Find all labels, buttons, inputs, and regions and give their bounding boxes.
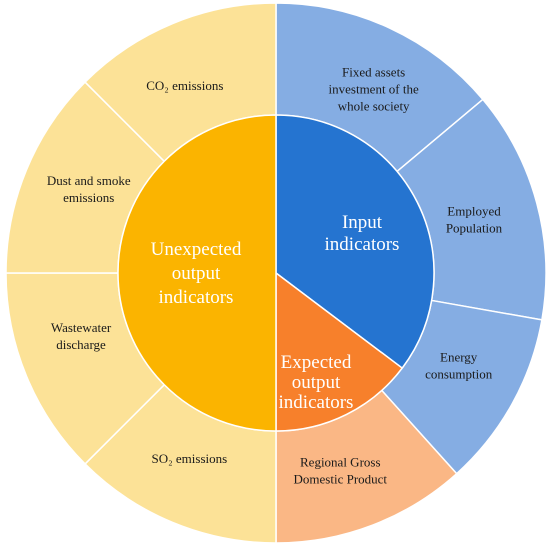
outer-label-line: consumption <box>425 367 493 382</box>
outer-label-dust-smoke-emissions: Dust and smoke emissions <box>47 173 131 205</box>
inner-segment-input <box>275 114 435 370</box>
outer-label-line: Population <box>446 220 503 235</box>
outer-label-so2-emissions: SO₂ emissions <box>152 451 228 466</box>
inner-label-line: output <box>172 263 221 284</box>
outer-label-line: Fixed assets <box>342 64 405 79</box>
inner-label-line: output <box>292 372 341 393</box>
inner-label-line: Expected <box>281 352 352 373</box>
outer-label-line: SO₂ emissions <box>152 451 228 466</box>
outer-label-line: Regional Gross <box>300 454 381 469</box>
inner-label-line: indicators <box>159 287 234 308</box>
outer-label-line: whole society <box>338 98 410 113</box>
inner-segment-unexpected <box>117 114 277 432</box>
inner-disc <box>117 114 435 432</box>
outer-label-line: discharge <box>56 337 106 352</box>
inner-label-line: Input <box>342 212 383 233</box>
inner-label-line: Unexpected <box>151 239 242 260</box>
outer-label-fixed-assets: Fixed assets investment of the whole socie… <box>329 64 419 113</box>
outer-label-line: Energy <box>440 350 478 365</box>
outer-labels: Fixed assets investment of the whole socie… <box>47 64 503 486</box>
outer-label-line: investment of the <box>329 81 419 96</box>
inner-label-line: indicators <box>279 392 354 413</box>
outer-label-line: CO₂ emissions <box>146 78 223 93</box>
inner-label-line: indicators <box>325 234 400 255</box>
outer-label-co2-emissions: CO₂ emissions <box>146 78 223 93</box>
outer-label-line: Domestic Product <box>294 471 388 486</box>
outer-label-line: Dust and smoke <box>47 173 131 188</box>
inner-segment-expected <box>275 271 404 432</box>
outer-label-wastewater-discharge: Wastewater discharge <box>51 320 112 352</box>
outer-label-line: Wastewater <box>51 320 112 335</box>
outer-label-line: emissions <box>63 190 114 205</box>
inner-label-unexpected: Unexpected output indicators <box>151 239 242 308</box>
outer-label-line: Employed <box>447 203 501 218</box>
outer-label-energy-consumption: Energy consumption <box>425 350 493 382</box>
